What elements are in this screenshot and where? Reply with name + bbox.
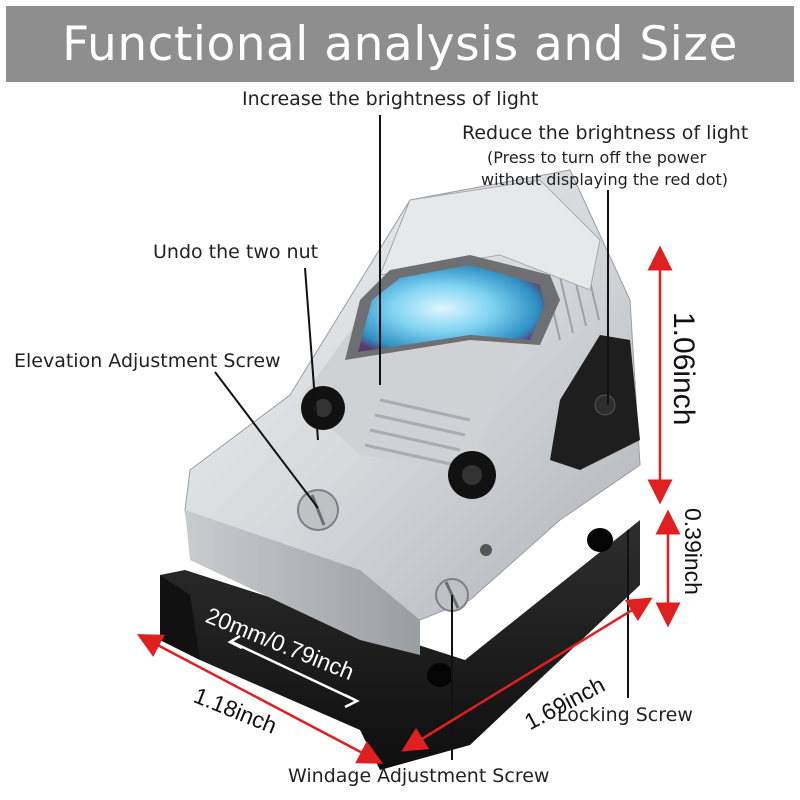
- label-reduce-brightness: Reduce the brightness of light: [462, 122, 749, 144]
- dimension-arrows: [136, 245, 681, 764]
- title-bar: Functional analysis and Size: [6, 6, 794, 82]
- label-reduce-note-1: (Press to turn off the power: [487, 148, 707, 167]
- label-reduce-note-2: without displaying the red dot): [481, 170, 728, 189]
- lens-window: [358, 265, 545, 352]
- rail-width-arrow: [227, 634, 360, 709]
- label-locking-screw: Locking Screw: [557, 704, 693, 726]
- base-bolt-hole-right: [587, 528, 613, 552]
- page-title: Functional analysis and Size: [62, 16, 738, 72]
- dimension-height-total: 1.06inch: [667, 312, 700, 426]
- power-button: [594, 394, 616, 416]
- side-hole: [480, 544, 492, 556]
- label-elevation-screw: Elevation Adjustment Screw: [14, 350, 281, 372]
- base-bolt-hole-left: [427, 663, 453, 687]
- label-undo-nuts: Undo the two nut: [153, 241, 319, 263]
- label-increase-brightness: Increase the brightness of light: [242, 88, 539, 110]
- label-windage-screw: Windage Adjustment Screw: [288, 765, 550, 787]
- dimension-height-base: 0.39inch: [680, 508, 706, 595]
